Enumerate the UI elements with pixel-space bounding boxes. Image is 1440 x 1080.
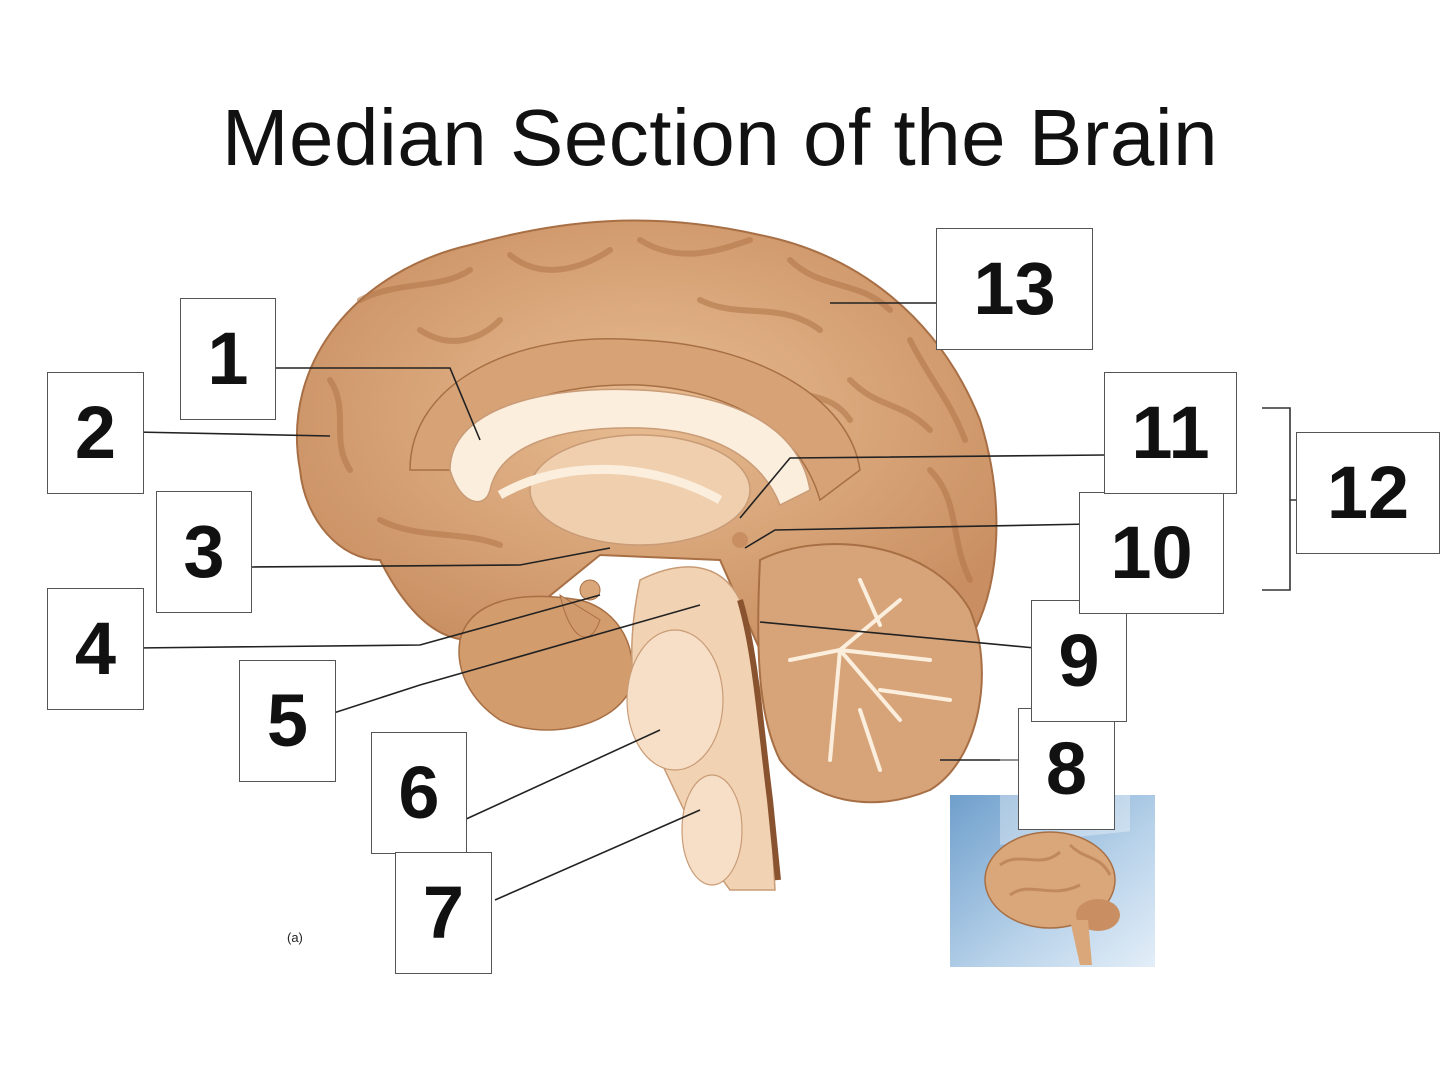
label-box-5[interactable]: 5 — [239, 660, 336, 782]
medulla — [681, 774, 743, 886]
label-box-12[interactable]: 12 — [1296, 432, 1440, 554]
label-box-9[interactable]: 9 — [1031, 600, 1127, 722]
label-box-6[interactable]: 6 — [371, 732, 467, 854]
label-box-13[interactable]: 13 — [936, 228, 1093, 350]
leader-lines — [134, 302, 1106, 901]
bracket-12 — [1262, 407, 1298, 591]
pons — [626, 629, 724, 771]
label-box-11[interactable]: 11 — [1104, 372, 1237, 494]
temporal-lobe — [458, 595, 634, 731]
fornix — [497, 464, 723, 504]
mammillary-body — [579, 579, 601, 601]
cerebellum — [757, 543, 983, 804]
arbor-vitae — [788, 578, 952, 772]
page-title: Median Section of the Brain — [221, 93, 1219, 182]
inset-brainstem — [1070, 920, 1092, 965]
label-box-8[interactable]: 8 — [1018, 708, 1115, 830]
pituitary — [559, 593, 601, 638]
label-box-7[interactable]: 7 — [395, 852, 492, 974]
label-box-4[interactable]: 4 — [47, 588, 144, 710]
pineal-gland — [732, 532, 748, 548]
fourth-ventricle — [737, 599, 781, 881]
corpus-callosum — [449, 388, 811, 507]
figure-tag: (a) — [287, 930, 303, 945]
label-box-3[interactable]: 3 — [156, 491, 252, 613]
label-box-2[interactable]: 2 — [47, 372, 144, 494]
thalamus — [529, 434, 751, 546]
label-box-1[interactable]: 1 — [180, 298, 276, 420]
gyri-texture — [327, 237, 973, 583]
label-box-10[interactable]: 10 — [1079, 492, 1224, 614]
